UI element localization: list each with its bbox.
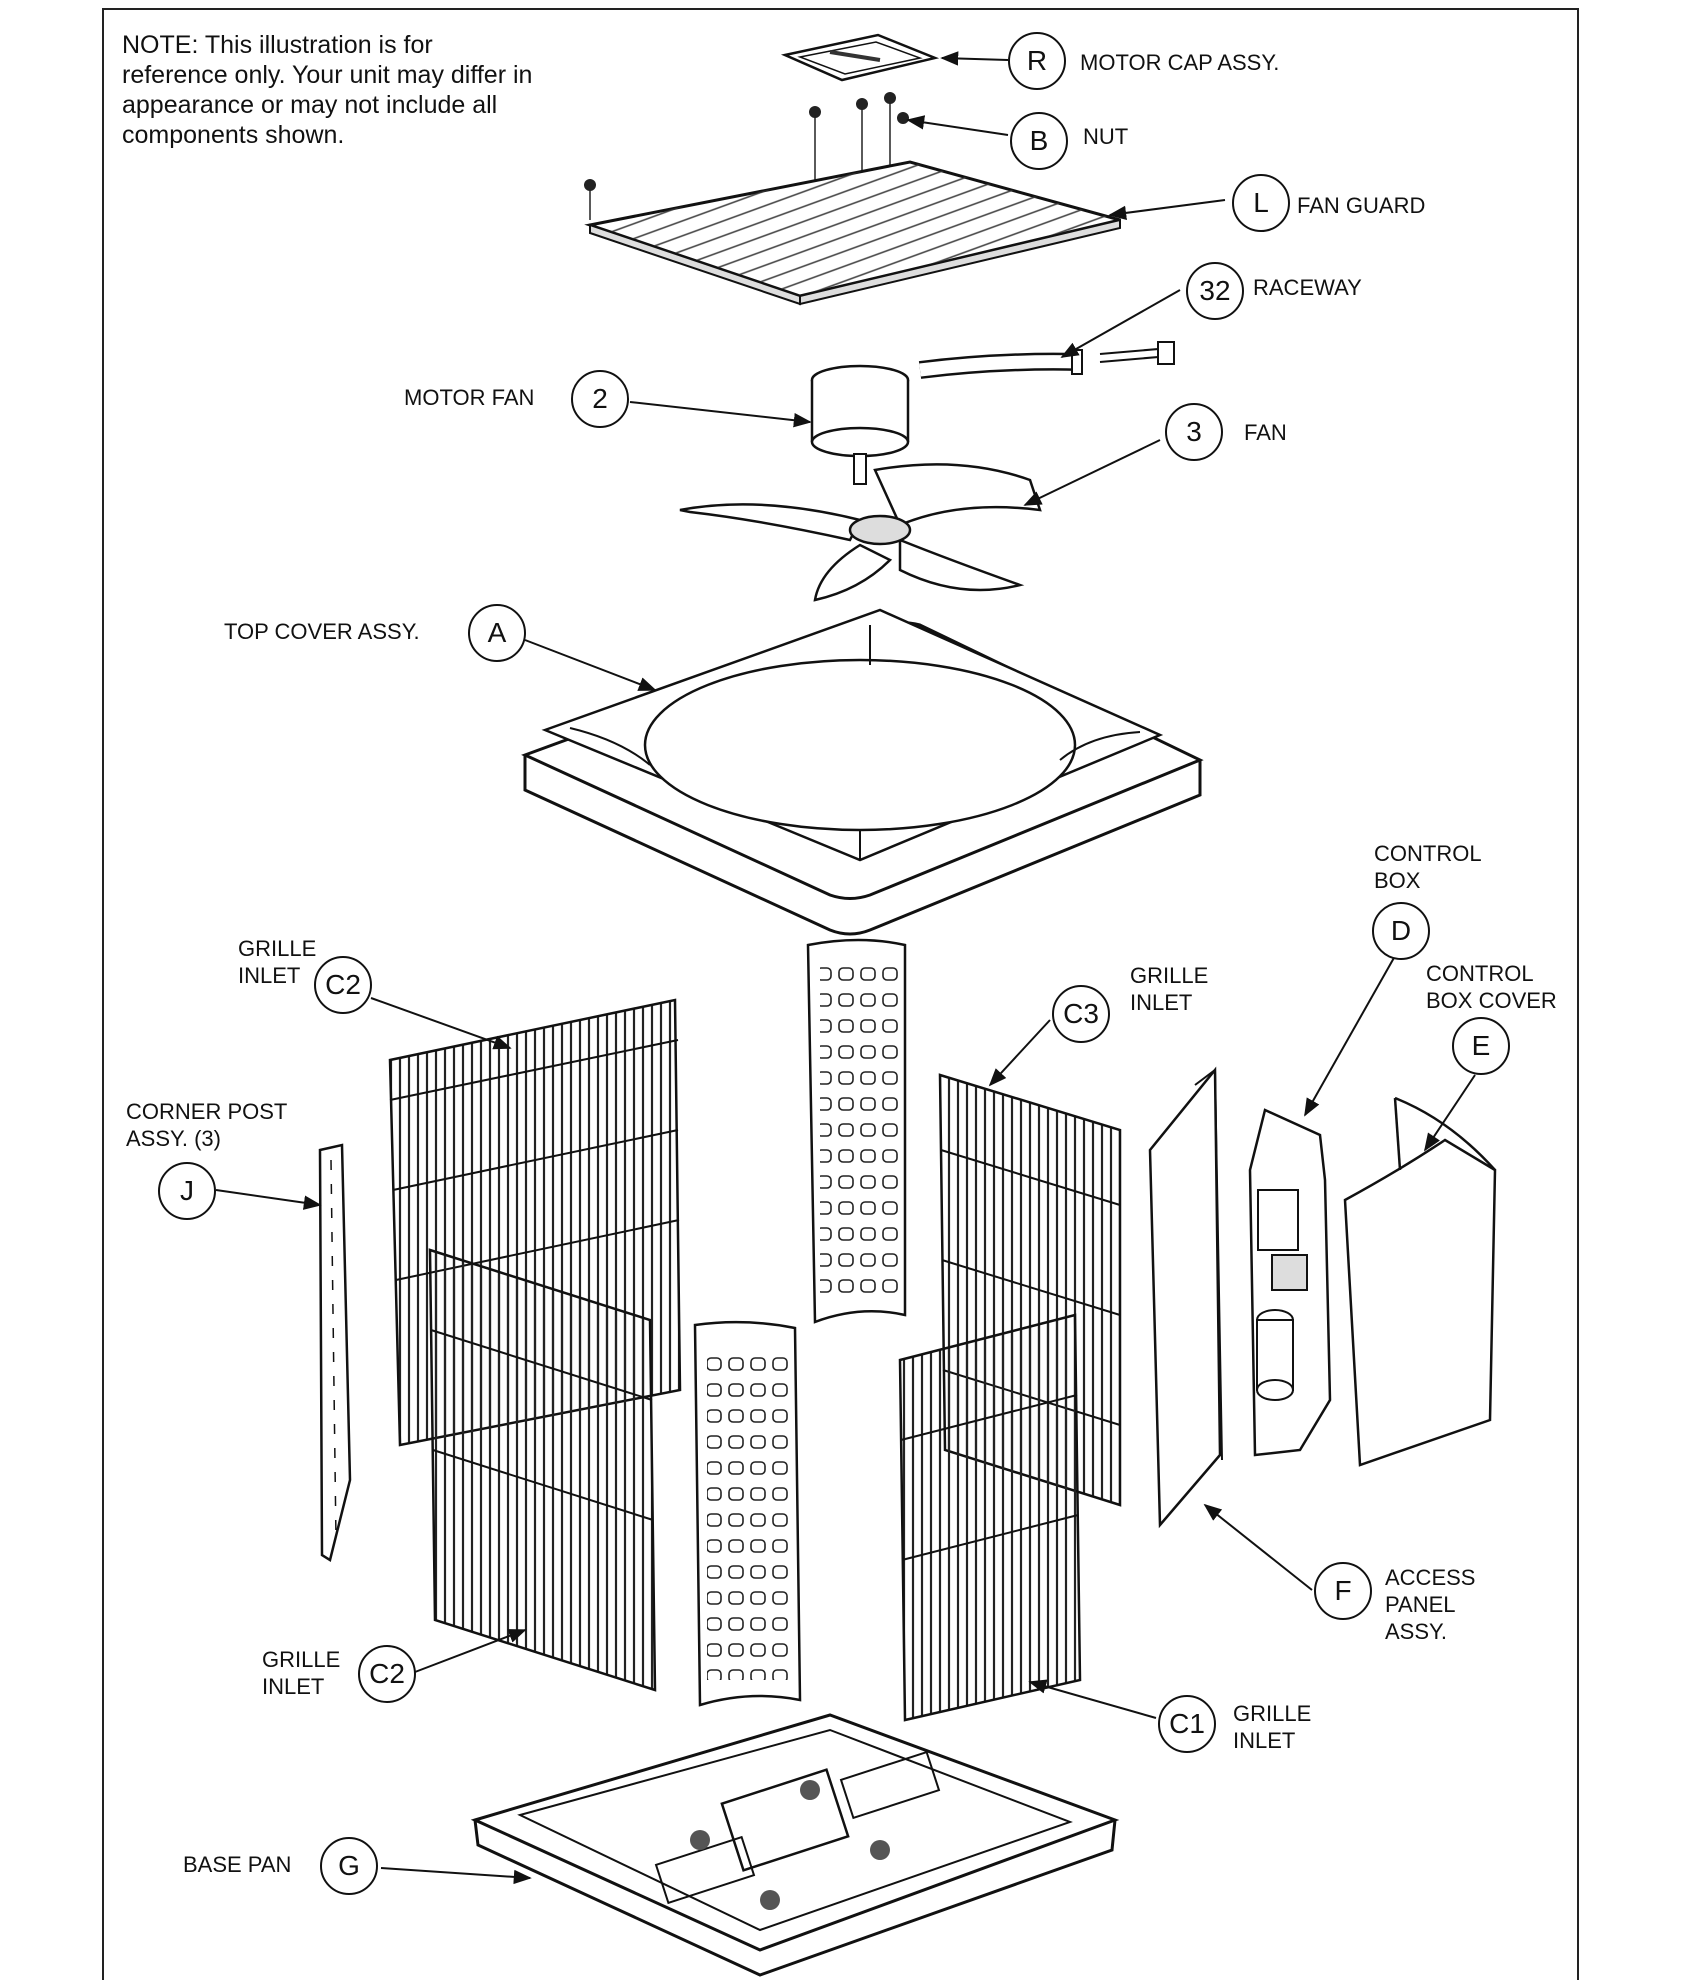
callout-c2-upper: C2 <box>314 956 372 1014</box>
label-grille-inlet-c2a-2: INLET <box>238 963 301 988</box>
callout-f: F <box>1314 1562 1372 1620</box>
label-grille-inlet-c2b-1: GRILLE <box>262 1647 341 1672</box>
fan-guard-part <box>584 160 1121 306</box>
callout-c2-lower: C2 <box>358 1645 416 1703</box>
callout-j: J <box>158 1162 216 1220</box>
label-fan: FAN <box>1244 420 1287 445</box>
corner-post-part <box>318 1143 352 1562</box>
motor-cap-part <box>780 33 940 82</box>
label-fan-guard: FAN GUARD <box>1297 193 1426 218</box>
label-nut: NUT <box>1083 124 1129 149</box>
label-access-panel-3: ASSY. <box>1385 1619 1447 1644</box>
access-panel-part <box>1148 1066 1223 1529</box>
label-motor-fan: MOTOR FAN <box>404 385 535 410</box>
grille-inlet-c1 <box>898 1313 1082 1722</box>
callout-l: L <box>1232 174 1290 232</box>
label-control-box-cover-2: BOX COVER <box>1426 988 1557 1013</box>
callout-2: 2 <box>571 370 629 428</box>
label-corner-post-2: ASSY. (3) <box>126 1126 221 1151</box>
label-top-cover: TOP COVER ASSY. <box>224 619 420 644</box>
callout-3: 3 <box>1165 403 1223 461</box>
label-grille-inlet-c2b-2: INLET <box>262 1674 325 1699</box>
callout-a: A <box>468 604 526 662</box>
label-access-panel-1: ACCESS <box>1385 1565 1476 1590</box>
label-control-box-2: BOX <box>1374 868 1421 893</box>
louver-panel-lower <box>693 1320 802 1707</box>
leader-lines <box>215 51 1476 1885</box>
top-cover-part <box>521 608 1204 936</box>
grille-inlet-c2-lower <box>428 1248 657 1692</box>
label-access-panel-2: PANEL <box>1385 1592 1456 1617</box>
diagram-frame <box>102 8 1579 1980</box>
label-grille-inlet-c1-2: INLET <box>1233 1728 1296 1753</box>
callout-g: G <box>320 1837 378 1895</box>
callout-c1: C1 <box>1158 1695 1216 1753</box>
control-box-cover-part <box>1343 1096 1497 1467</box>
louver-panel-upper <box>806 938 907 1324</box>
callout-b: B <box>1010 112 1068 170</box>
label-control-box-1: CONTROL <box>1374 841 1482 866</box>
label-grille-inlet-c3-1: GRILLE <box>1130 963 1209 988</box>
label-grille-inlet-c1-1: GRILLE <box>1233 1701 1312 1726</box>
label-raceway: RACEWAY <box>1253 275 1362 300</box>
label-grille-inlet-c2a-1: GRILLE <box>238 936 317 961</box>
label-grille-inlet-c3-2: INLET <box>1130 990 1193 1015</box>
fan-part <box>679 463 1042 602</box>
callout-c3: C3 <box>1052 985 1110 1043</box>
reference-note: NOTE: This illustration is for reference… <box>122 31 533 149</box>
callout-e: E <box>1452 1017 1510 1075</box>
label-base-pan: BASE PAN <box>183 1852 292 1877</box>
control-box-part <box>1248 1108 1332 1457</box>
callout-d: D <box>1372 902 1430 960</box>
label-motor-cap: MOTOR CAP ASSY. <box>1080 50 1280 75</box>
motor-fan-part <box>810 341 1175 485</box>
base-pan-part <box>470 1713 1120 1977</box>
label-control-box-cover-1: CONTROL <box>1426 961 1534 986</box>
callout-r: R <box>1008 32 1066 90</box>
callout-32: 32 <box>1186 262 1244 320</box>
label-corner-post-1: CORNER POST <box>126 1099 288 1124</box>
